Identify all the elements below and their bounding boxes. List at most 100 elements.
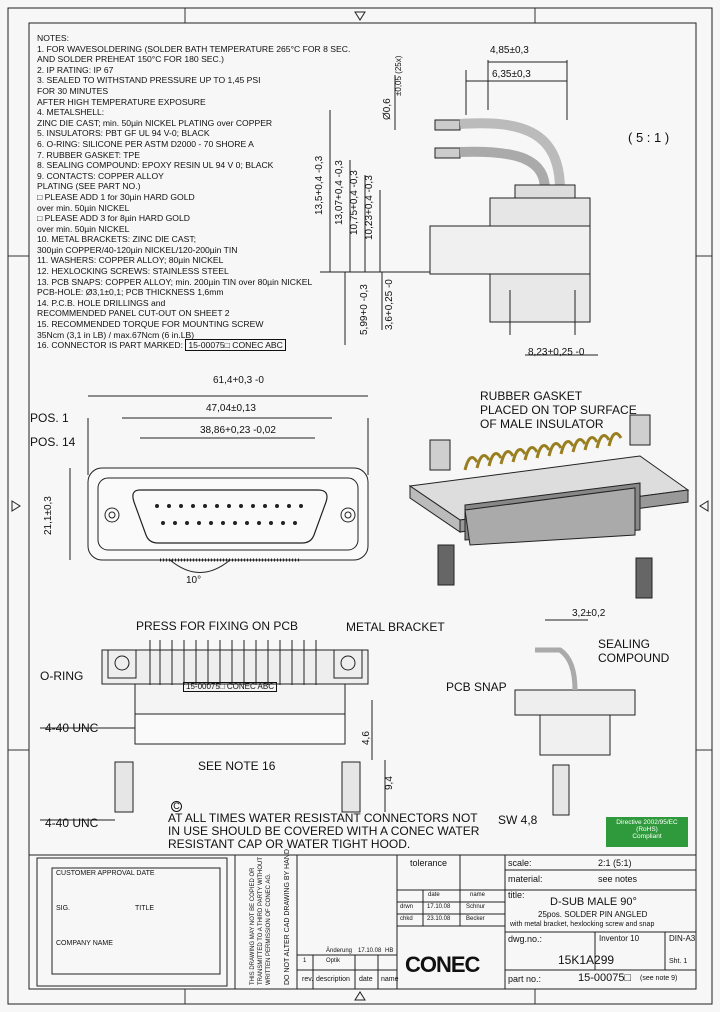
note-line: over min. 50µin NICKEL xyxy=(37,223,130,234)
dim-5-99: 5,99+0 -0,3 xyxy=(359,284,370,335)
part-note: (see note 9) xyxy=(640,975,678,982)
change-marker: C xyxy=(171,801,182,812)
note-line: PLATING (SEE PART NO.) xyxy=(37,181,141,192)
dim-3-6: 3,6+0,25 -0 xyxy=(384,279,395,330)
dim-angle: 10° xyxy=(186,575,202,586)
water-note-2: IN USE SHOULD BE COVERED WITH A CONEC WA… xyxy=(168,824,480,838)
dim-pin-diameter: Ø0,6 xyxy=(382,98,393,120)
drwn-date: 17.10.08 xyxy=(427,904,451,910)
date-label: date xyxy=(428,892,440,898)
dim-flange: 47,04±0,13 xyxy=(206,403,256,414)
note-line: 4. METALSHELL: xyxy=(37,107,105,118)
label-unc-2: 4-40 UNC xyxy=(45,816,99,830)
contact-pin xyxy=(275,504,279,508)
customer-approval: CUSTOMER APPROVAL DATE xyxy=(56,870,155,877)
sig-field: SIG. xyxy=(56,905,71,912)
rev-name-label: name xyxy=(381,976,399,983)
rev-date: 17.10.08 xyxy=(358,948,382,954)
label-oring: O-RING xyxy=(40,669,84,683)
contact-pin xyxy=(221,521,225,525)
contact-pin xyxy=(209,521,213,525)
label-pos14: POS. 14 xyxy=(30,435,76,449)
note-line: 13. PCB SNAPS: COPPER ALLOY; min. 200µin… xyxy=(37,276,313,287)
rev-name: HB xyxy=(385,948,394,954)
label-sw: SW 4,8 xyxy=(498,813,538,827)
contact-pin xyxy=(233,521,237,525)
contact-pin xyxy=(263,504,267,508)
label-sealing-1: SEALING xyxy=(598,637,651,651)
note-16-marking: 15-00075□ CONEC ABC xyxy=(185,339,286,352)
material-label: material: xyxy=(508,874,543,884)
contact-pin xyxy=(299,504,303,508)
contact-pin xyxy=(227,504,231,508)
sheet-number: Sht. 1 xyxy=(669,958,688,965)
scale-note: ( 5 : 1 ) xyxy=(628,130,670,145)
note-line: RECOMMENDED PANEL CUT-OUT ON SHEET 2 xyxy=(37,308,230,319)
dim-10-23: 10,23+0,4 -0,3 xyxy=(364,175,375,240)
part-label: part no.: xyxy=(508,974,542,984)
dim-overall: 61,4+0,3 -0 xyxy=(213,375,264,386)
label-pcb-snap: PCB SNAP xyxy=(446,680,507,694)
dim-8-23: 8,23+0,25 -0 xyxy=(528,347,585,358)
chkd-label: chkd xyxy=(400,916,413,922)
note-line: 5. INSULATORS: PBT GF UL 94 V-0; BLACK xyxy=(37,128,210,139)
note-line: □ PLEASE ADD 1 for 30µin HARD GOLD xyxy=(37,191,195,202)
copyright-1: THIS DRAWING MAY NOT BE COPIED OR xyxy=(250,867,256,985)
dwg-number: 15K1A299 xyxy=(558,953,615,967)
rev2-desc: Optik xyxy=(326,958,341,964)
software: Inventor 10 xyxy=(599,934,640,943)
note-line: 35Ncm (3,1 in LB) / max.67Ncm (6 in.LB) xyxy=(37,329,195,340)
rohs-line-3: Compliant xyxy=(632,833,662,840)
note-line: 15. RECOMMENDED TORQUE FOR MOUNTING SCRE… xyxy=(37,319,264,330)
rohs-line-2: (RoHS) xyxy=(636,826,658,833)
label-unc-1: 4-40 UNC xyxy=(45,721,99,735)
dim-height: 21,1±0,3 xyxy=(43,496,54,535)
note-line: AFTER HIGH TEMPERATURE EXPOSURE xyxy=(37,96,206,107)
note-line: over min. 50µin NICKEL xyxy=(37,202,130,213)
contact-pin xyxy=(251,504,255,508)
contact-pin xyxy=(245,521,249,525)
dim-9-4: 9,4 xyxy=(384,776,395,790)
contact-pin xyxy=(197,521,201,525)
note-line: AND SOLDER PREHEAT 150°C FOR 180 SEC.) xyxy=(37,54,224,65)
note-line: PCB-HOLE: Ø3,1±0,1; PCB THICKNESS 1,6mm xyxy=(37,287,224,298)
side-view-5-1 xyxy=(320,60,598,356)
scale-value: 2:1 (5:1) xyxy=(598,858,632,868)
front-view xyxy=(69,395,369,573)
dim-4-6: 4,6 xyxy=(361,731,372,745)
note-line: 7. RUBBER GASKET: TPE xyxy=(37,149,140,160)
copyright-3: WRITTEN PERMISSION OF CONEC AG. xyxy=(266,873,272,985)
contact-pin xyxy=(293,521,297,525)
note-line: 9. CONTACTS: COPPER ALLOY xyxy=(37,170,164,181)
rev-date-label: date xyxy=(359,976,373,983)
contact-pin xyxy=(257,521,261,525)
note-line: 1. FOR WAVESOLDERING (SOLDER BATH TEMPER… xyxy=(37,43,351,54)
contact-pin xyxy=(173,521,177,525)
contact-pin xyxy=(161,521,165,525)
bottom-view xyxy=(40,640,386,821)
conec-logo: CONEC xyxy=(405,952,480,977)
chkd-name: Becker xyxy=(466,916,485,922)
note-line: 300µin COPPER/40-120µin NICKEL/120-200µi… xyxy=(37,244,238,255)
contact-pin xyxy=(287,504,291,508)
contact-pin xyxy=(185,521,189,525)
label-gasket-2: PLACED ON TOP SURFACE xyxy=(480,403,637,417)
note-line: 8. SEALING COMPOUND: EPOXY RESIN UL 94 V… xyxy=(37,160,274,171)
title-block-lines xyxy=(28,854,697,990)
pin-row-top xyxy=(155,504,303,525)
contact-pin xyxy=(203,504,207,508)
dim-pin-tolerance: ±0,05 (25x) xyxy=(394,55,403,96)
note-line: 14. P.C.B. HOLE DRILLINGS and xyxy=(37,297,166,308)
label-pos1: POS. 1 xyxy=(30,411,69,425)
title-label: title: xyxy=(508,890,525,900)
dim-10-75: 10,75+0,4 -0,3 xyxy=(349,170,360,235)
title-line-3: with metal bracket, hexlocking screw and… xyxy=(510,921,655,928)
note-line: ZINC DIE CAST; min. 50µin NICKEL PLATING… xyxy=(37,117,273,128)
note-line: 11. WASHERS: COPPER ALLOY; 80µin NICKEL xyxy=(37,255,224,266)
note-line: 10. METAL BRACKETS: ZINC DIE CAST; xyxy=(37,234,197,245)
rev-desc-label: description xyxy=(316,976,350,983)
label-press: PRESS FOR FIXING ON PCB xyxy=(136,619,299,633)
note-16-text: 16. CONNECTOR IS PART MARKED: xyxy=(37,340,186,351)
note-line: 2. IP RATING: IP 67 xyxy=(37,64,114,75)
company-field: COMPANY NAME xyxy=(56,940,113,947)
